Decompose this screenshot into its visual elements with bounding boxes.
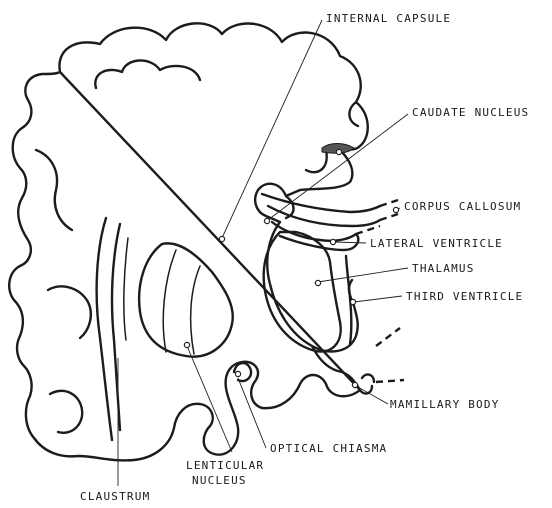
leader-third-ventricle	[354, 296, 402, 302]
lenticular-nucleus-outline	[139, 243, 233, 356]
dot-third-ventricle	[350, 299, 355, 304]
gyrus-fold-lower	[50, 391, 82, 433]
label-claustrum: CLAUSTRUM	[80, 490, 150, 504]
leader-lenticular-nucleus	[187, 346, 232, 452]
mamillary-body-outline	[362, 375, 374, 382]
lateral-ventricle-dashed	[356, 226, 380, 234]
mamillary-body-dashed	[376, 380, 404, 382]
label-lenticular-nucleus-line2: NUCLEUS	[192, 474, 247, 488]
claustrum-band-medial	[124, 238, 128, 340]
leader-lateral-ventricle	[334, 242, 366, 243]
lenticular-division-1	[163, 250, 176, 352]
label-internal-capsule: INTERNAL CAPSULE	[326, 12, 451, 26]
third-ventricle-dashed	[376, 328, 400, 346]
claustrum-band-outer	[97, 218, 112, 440]
label-lateral-ventricle: LATERAL VENTRICLE	[370, 237, 503, 251]
claustrum-band-inner	[112, 224, 120, 430]
dot-mamillary-body	[352, 382, 357, 387]
gyrus-fold-left	[36, 150, 72, 230]
corpus-callosum-arc-upper	[262, 194, 380, 212]
dot-internal-capsule	[219, 236, 224, 241]
gyrus-fold-upper	[95, 60, 200, 88]
label-optical-chiasma: OPTICAL CHIASMA	[270, 442, 387, 456]
gyrus-fold-mid	[48, 286, 91, 338]
label-caudate-nucleus: CAUDATE NUCLEUS	[412, 106, 529, 120]
label-thalamus: THALAMUS	[412, 262, 475, 276]
leader-caudate-nucleus	[268, 114, 408, 220]
dot-lateral-ventricle	[330, 239, 335, 244]
lenticular-division-2	[191, 266, 200, 354]
label-third-ventricle: THIRD VENTRICLE	[406, 290, 523, 304]
corpus-callosum-dashed-lower	[380, 214, 398, 220]
dot-corpus-callosum	[393, 207, 398, 212]
dot-caudate-upper	[336, 149, 341, 154]
dot-thalamus	[315, 280, 320, 285]
dot-caudate-nucleus	[264, 218, 269, 223]
label-mamillary-body: MAMILLARY BODY	[390, 398, 500, 412]
corpus-callosum-dashed-upper	[380, 200, 398, 206]
dot-lenticular-nucleus	[184, 342, 189, 347]
label-corpus-callosum: CORPUS CALLOSUM	[404, 200, 521, 214]
dot-optical-chiasma	[235, 371, 240, 376]
label-lenticular-nucleus-line1: LENTICULAR	[186, 459, 264, 473]
